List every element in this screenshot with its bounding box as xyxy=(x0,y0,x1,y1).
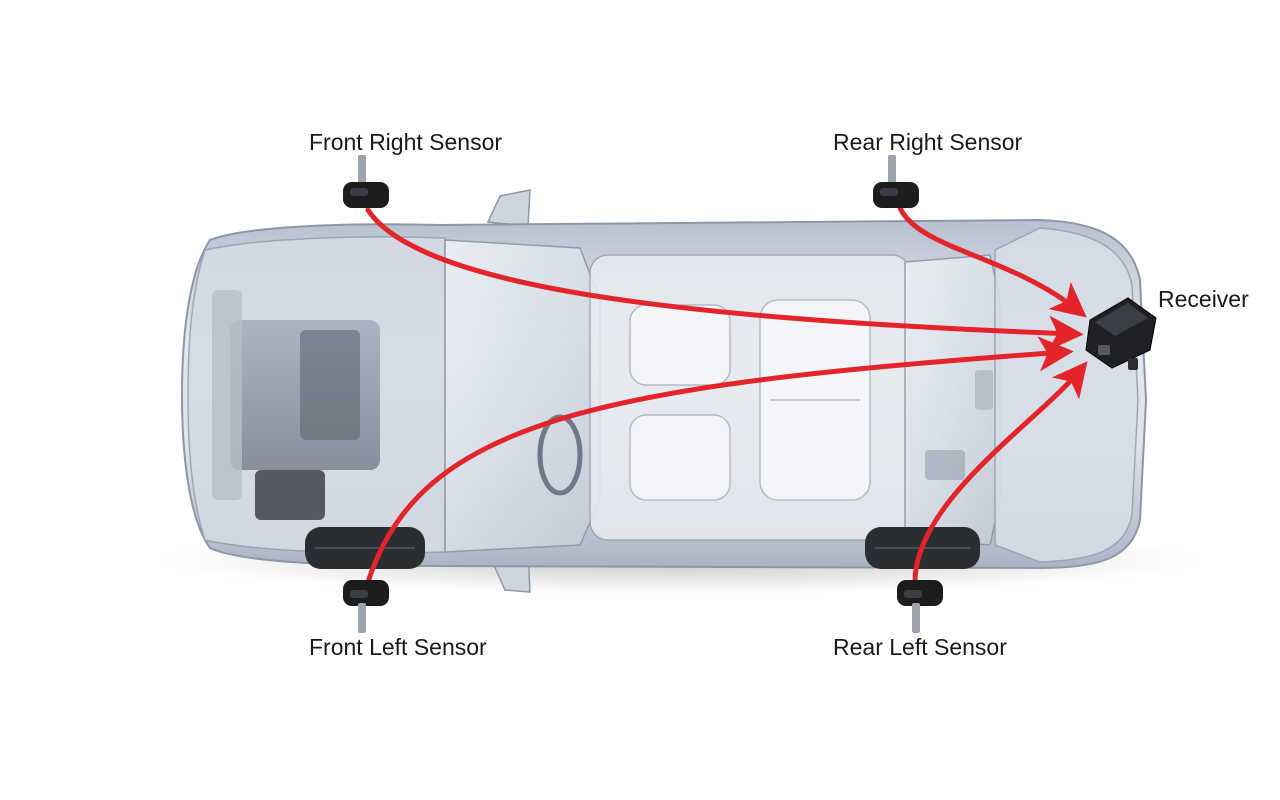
rear-left-sensor xyxy=(897,580,943,633)
front-right-seat xyxy=(629,304,731,386)
tpms-sensor-icon xyxy=(343,155,943,633)
windshield xyxy=(444,239,601,553)
battery xyxy=(255,470,325,520)
front-left-sensor-label: Front Left Sensor xyxy=(309,634,487,660)
rear-right-sensor xyxy=(873,155,919,208)
rear-right-sensor-label: Rear Right Sensor xyxy=(833,129,1023,155)
rear-left-sensor-label: Rear Left Sensor xyxy=(833,634,1007,660)
right-mirror xyxy=(486,189,531,227)
engine-manifold xyxy=(300,330,360,440)
front-left-seat xyxy=(629,414,731,501)
receiver-module-icon xyxy=(1085,297,1157,370)
car-top-view-icon xyxy=(180,189,1148,593)
radiator xyxy=(212,290,242,500)
front-right-signal-arrow xyxy=(365,207,1084,351)
front-right-sensor xyxy=(343,155,389,208)
rear-right-signal-arrow xyxy=(897,205,1087,318)
front-right-sensor-label: Front Right Sensor xyxy=(309,129,503,155)
receiver-label: Receiver xyxy=(1158,286,1249,312)
front-left-signal-arrow xyxy=(365,336,1074,585)
trunk xyxy=(994,227,1139,563)
signal-arrows xyxy=(365,205,1088,585)
rear-left-signal-arrow xyxy=(912,361,1088,585)
rear-speaker xyxy=(925,450,965,480)
rear-light xyxy=(975,370,993,410)
front-left-sensor xyxy=(343,580,389,633)
